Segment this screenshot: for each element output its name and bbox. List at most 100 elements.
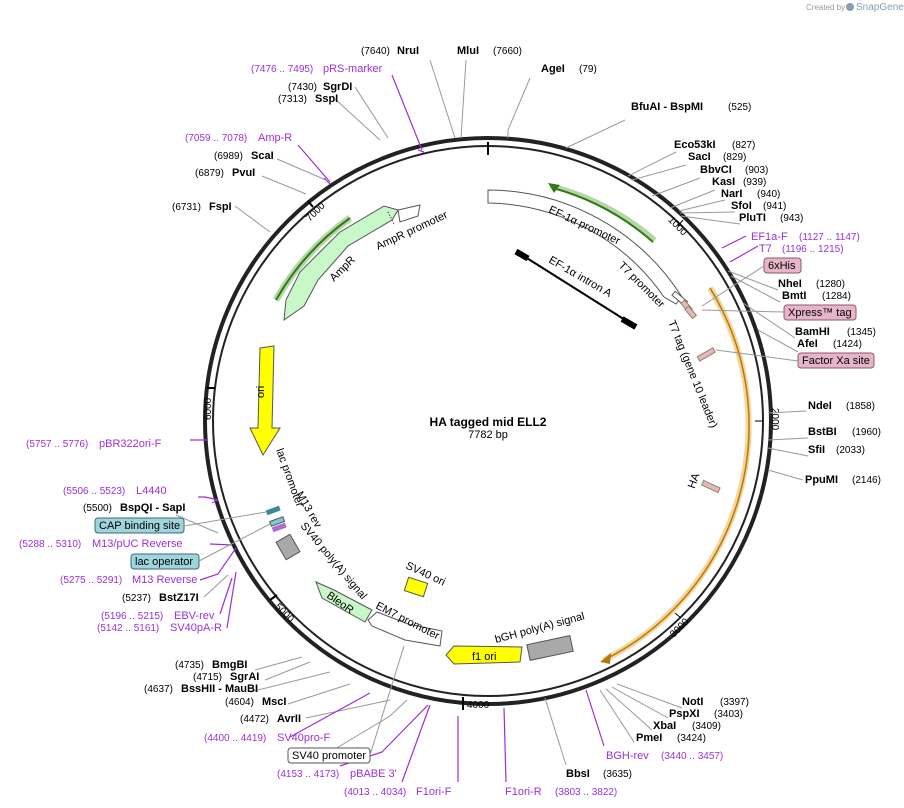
primer-sv40pa-r[interactable]: SV40pA-R [170,622,222,634]
enzyme-saci: SacI [688,151,711,163]
enzyme-bbsi: BbsI [566,768,590,780]
enzyme-msci: MscI [262,696,286,708]
sv40-polya-feature[interactable] [275,533,301,561]
ori-feature[interactable] [249,345,281,457]
enzyme-pos-bstbi: (1960) [852,427,881,438]
primer-bgh-rev[interactable]: BGH-rev [606,750,649,762]
box-factor-xa-leader [715,349,799,362]
ampr-promoter-feature[interactable] [397,204,421,223]
orf-arrow[interactable] [605,287,750,660]
enzyme-pos-ndei: (1858) [846,401,875,412]
primer-range-amp-r: (7059 .. 7078) [185,133,247,144]
xpress-tag-feature[interactable] [684,305,698,320]
sv40-ori-feature[interactable] [403,576,429,598]
enzyme-pos-pmei: (3424) [677,733,706,744]
lac-operator-feature[interactable] [269,516,286,527]
enzyme-bstbi: BstBI [808,426,837,438]
tick-4000: 4000 [467,700,490,711]
box-lac-operator-label: lac operator [135,556,193,568]
tick-5000: 5000 [272,602,296,626]
enzyme-nrui: NruI [397,45,419,57]
tick-2000: 2000 [769,408,780,431]
enzyme-kasi: KasI [712,176,735,188]
enzyme-pos-eco53ki: (827) [732,140,755,151]
f1-ori-feature[interactable] [445,645,523,665]
brand-label: SnapGene [856,2,904,13]
enzyme-pos-nrui: (7640) [361,46,390,57]
box-6xhis[interactable] [763,257,802,274]
ampr-feature[interactable] [283,205,399,322]
box-xpress-label: Xpress™ tag [788,307,852,319]
enzyme-nhei: NheI [778,278,802,290]
enzyme-pos-xbai: (3409) [692,721,721,732]
primer-ef1a-f[interactable]: EF1a-F [751,231,788,243]
ha-feature[interactable] [700,479,721,494]
enzyme-pos-bmti: (1284) [822,291,851,302]
primer-prs-marker[interactable]: pRS-marker [323,63,383,75]
em7-promoter-feature[interactable] [367,611,443,647]
box-sv40-promoter[interactable] [287,747,371,764]
box-sv40-promoter-leader [369,645,405,756]
factor-xa-feature[interactable] [696,347,716,362]
primer-pbr322ori-f[interactable]: pBR322ori-F [99,438,162,450]
enzyme-pos-sfii: (2033) [836,445,865,456]
enzyme-pos-bsshii: (4637) [144,684,173,695]
enzyme-pos-bbsi: (3635) [603,769,632,780]
enzyme-pos-bstz17i: (5237) [122,593,151,604]
primer-f1ori-f[interactable]: F1ori-F [416,786,452,798]
primer-ebv-rev[interactable]: EBV-rev [174,610,215,622]
primer-sv40pro-f[interactable]: SV40pro-F [277,732,330,744]
enzyme-pos-noti: (3397) [720,697,749,708]
enzyme-pos-bbvci: (903) [745,165,768,176]
primer-m13-reverse[interactable]: M13 Reverse [132,574,197,586]
enzyme-nari: NarI [721,188,742,200]
primer-f1ori-r[interactable]: F1ori-R [505,786,542,798]
enzyme-sgrdi: SgrDI [323,81,352,93]
enzyme-pos-avrii: (4472) [240,714,269,725]
bgh-polya-label: bGH poly(A) signal [494,610,586,645]
credit-label: Created by [806,3,845,12]
enzyme-pos-saci: (829) [723,152,746,163]
box-xpress[interactable] [783,304,857,321]
ef1a-promoter-arrow[interactable] [552,187,654,243]
primer-range-sv40pro-f: (4400 .. 4419) [204,733,266,744]
primer-amp-r[interactable]: Amp-R [258,132,292,144]
box-lac-operator[interactable] [130,553,200,570]
bleor-feature[interactable] [315,581,373,623]
primer-t7[interactable]: T7 [759,243,772,255]
ori-label: ori [255,386,267,398]
enzyme-bsshii-maubi: BssHII - MauBI [181,683,258,695]
box-factor-xa-label: Factor Xa site [802,355,870,367]
orf-arrowhead-icon [600,653,611,664]
enzyme-pos-afei: (1424) [833,339,862,350]
enzyme-eco53ki: Eco53kI [674,139,716,151]
enzyme-bmti: BmtI [782,290,806,302]
enzyme-pvui: PvuI [232,167,255,179]
enzyme-agei: AgeI [541,63,565,75]
box-sv40-promoter-label: SV40 promoter [292,750,366,762]
enzyme-pos-ppumi: (2146) [852,475,881,486]
box-lac-operator-leader [198,523,271,562]
enzyme-pos-mlui: (7660) [493,46,522,57]
enzyme-pos-kasi: (939) [743,177,766,188]
box-xpress-leader [701,309,785,313]
cap-feature[interactable] [265,505,281,516]
m13-rev-feature[interactable] [271,522,287,533]
primer-range-ebv-rev: (5196 .. 5215) [101,611,163,622]
primer-m13-puc-reverse[interactable]: M13/pUC Reverse [92,538,182,550]
bgh-polya-feature[interactable] [526,635,574,661]
primer-range-f1ori-r: (3803 .. 3822) [555,787,617,798]
primer-pbabe3[interactable]: pBABE 3' [350,768,397,780]
primer-range-pbabe3: (4153 .. 4173) [277,769,339,780]
enzyme-pos-bfuai: (525) [728,102,751,113]
enzyme-bfuai-bspmi: BfuAI - BspMI [631,101,703,113]
enzyme-bstz17i: BstZ17I [159,592,199,604]
enzyme-pos-fspi: (6731) [172,202,201,213]
primer-l4440[interactable]: L4440 [136,485,167,497]
enzyme-xbai: XbaI [653,720,676,732]
enzyme-pos-pspxi: (3403) [714,709,743,720]
primer-range-l4440: (5506 .. 5523) [63,486,125,497]
enzyme-pluti: PluTI [739,212,766,224]
enzyme-pos-nhei: (1280) [816,279,845,290]
